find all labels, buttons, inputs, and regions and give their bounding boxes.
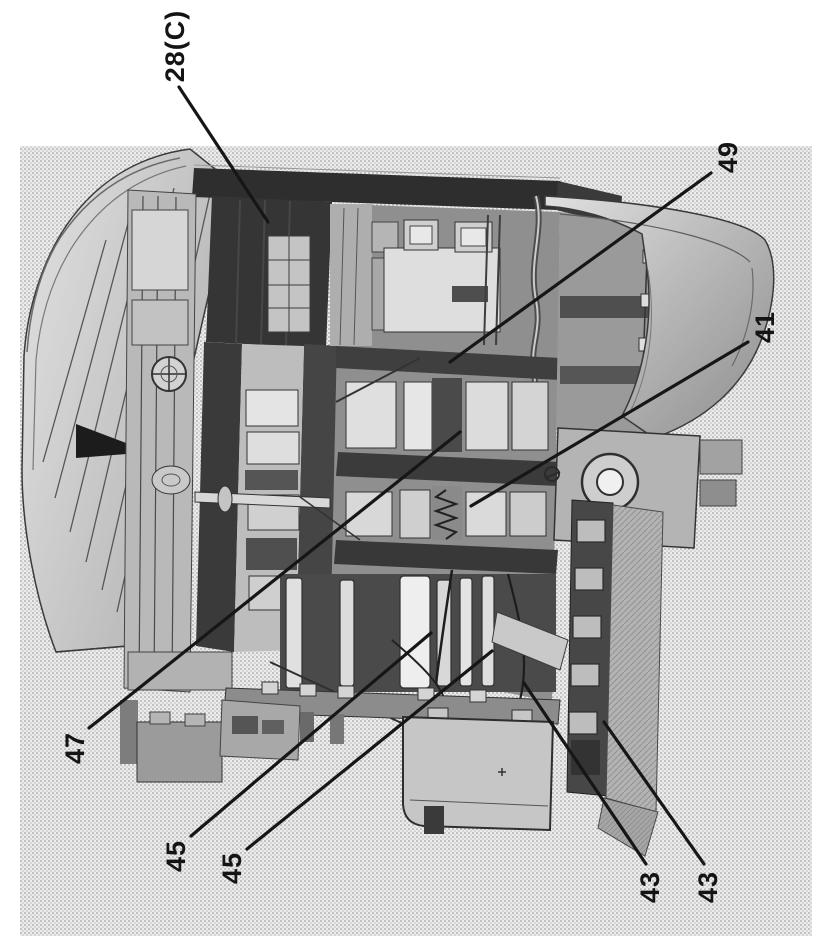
leader-28c — [177, 85, 270, 224]
ref-label-45b: 45 — [217, 852, 247, 884]
right-cover — [544, 195, 775, 439]
bottom-box — [402, 707, 555, 834]
leader-49 — [448, 171, 713, 364]
ref-label-28c: 28(C) — [160, 10, 190, 83]
spring-coil — [432, 489, 460, 540]
ref-label-49: 49 — [713, 141, 743, 173]
right-side — [544, 195, 775, 857]
boss-hole — [596, 468, 624, 496]
left-foot-block — [136, 721, 223, 783]
shaft-end — [151, 465, 191, 495]
leader-45b — [245, 649, 494, 851]
ref-label-45a: 45 — [161, 840, 191, 872]
ref-label-41: 41 — [750, 311, 780, 343]
ref-label-47: 47 — [60, 732, 90, 764]
rollers — [285, 575, 495, 689]
leader-43a — [522, 681, 648, 866]
leader-41 — [469, 340, 750, 508]
leader-lines — [87, 85, 750, 866]
reference-labels: 28(C) 49 41 47 45 45 43 43 — [60, 10, 780, 903]
leader-47 — [87, 430, 462, 730]
ref-label-43b: 43 — [693, 871, 723, 903]
hose — [434, 569, 454, 685]
machine-body — [120, 164, 622, 783]
ref-label-43a: 43 — [635, 871, 665, 903]
leader-43b — [602, 720, 706, 866]
leader-45a — [189, 631, 433, 838]
